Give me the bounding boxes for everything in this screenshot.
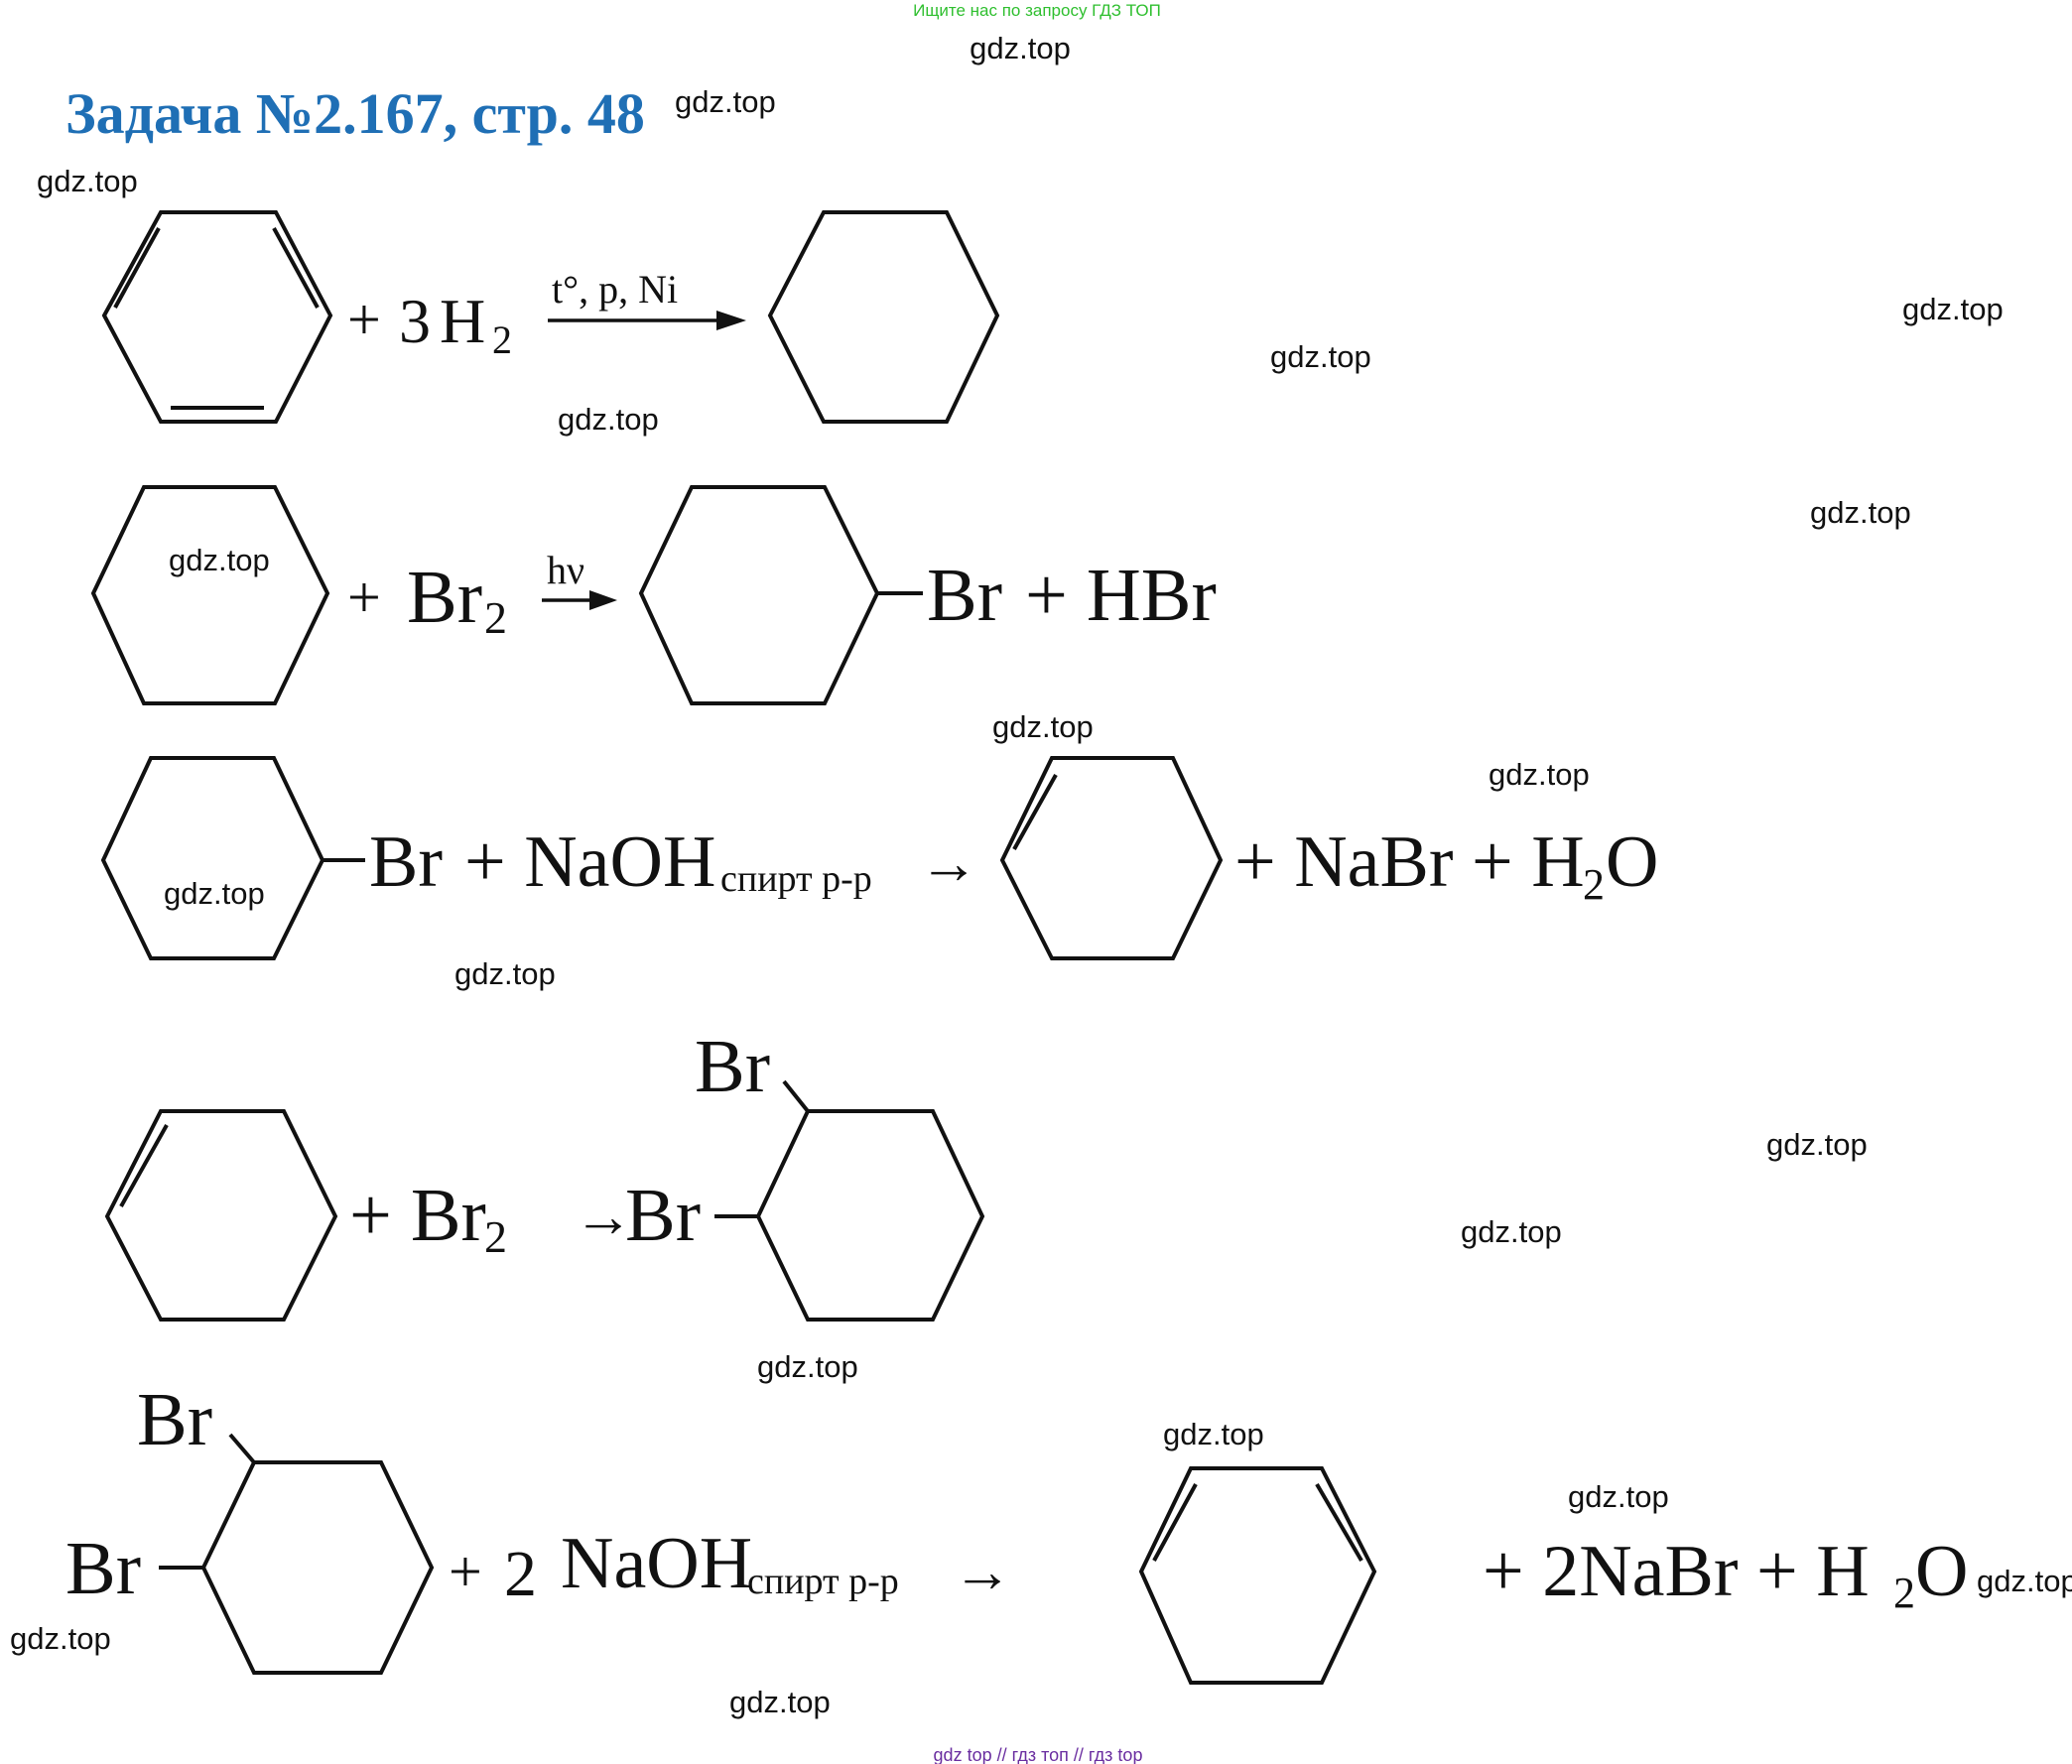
watermark: gdz.top	[558, 402, 659, 437]
arrow-head	[716, 311, 746, 330]
substituent-br: Br	[369, 821, 443, 903]
cyclohexene-ring	[104, 1109, 338, 1322]
watermark: gdz.top	[729, 1685, 831, 1719]
watermark: gdz.top	[169, 543, 270, 577]
coefficient: 3	[399, 286, 431, 356]
cyclohexane-ring	[90, 485, 330, 705]
reaction-arrow: →	[953, 1539, 1012, 1604]
watermark: gdz.top	[454, 956, 556, 991]
cyclohexane-ring	[767, 210, 1000, 424]
footer-text[interactable]: gdz top // гдз топ // гдз top	[934, 1745, 1143, 1764]
products-tail: O	[1915, 1531, 1968, 1612]
reagent-subscript: 2	[484, 592, 507, 643]
reagent-formula: Br	[407, 556, 482, 639]
page-title: Задача №2.167, стр. 48	[65, 81, 645, 146]
watermark: gdz.top	[1163, 1417, 1264, 1451]
watermark: gdz.top	[37, 164, 138, 198]
reaction-conditions: t°, p, Ni	[552, 267, 678, 312]
reagent-subscript: 2	[492, 317, 512, 362]
products: + NaBr + H	[1234, 821, 1585, 903]
cyclohexane-ring	[638, 485, 880, 705]
reaction-5: Br Br + 2 NaOH спирт р-р → + 2NaBr + H 2…	[65, 1378, 1968, 1685]
c-br-bond	[782, 1079, 810, 1113]
cyclohexene-ring	[999, 756, 1224, 960]
reagent-formula: H	[440, 286, 485, 356]
benzene-ring	[101, 210, 333, 424]
watermark: gdz.top	[1270, 339, 1371, 374]
product-br-top: Br	[695, 1025, 770, 1108]
cyclohexane-ring	[200, 1460, 435, 1675]
coefficient: 2	[504, 1538, 537, 1610]
site-name[interactable]: gdz.top	[970, 31, 1071, 65]
watermark: gdz.top	[164, 876, 265, 911]
cyclohexane-ring	[100, 756, 325, 960]
product-br-left: Br	[625, 1174, 701, 1257]
reagent-subscript: спирт р-р	[747, 1561, 899, 1602]
cyclohexadiene-ring	[1138, 1466, 1377, 1685]
reaction-arrow: →	[919, 830, 978, 896]
watermark: gdz.top	[992, 709, 1094, 744]
watermark: gdz.top	[757, 1349, 858, 1384]
watermark: gdz.top	[1810, 495, 1911, 530]
reagent-formula: NaOH	[561, 1523, 752, 1604]
watermarks: gdz.top gdz.top gdz.top gdz.top gdz.top …	[10, 84, 2072, 1719]
search-hint[interactable]: Ищите нас по запросу ГДЗ ТОП	[913, 1, 1161, 20]
watermark: gdz.top	[1489, 757, 1590, 792]
reaction-4: + Br 2 → Br Br	[104, 1025, 985, 1322]
reagent-formula: + NaOH	[464, 821, 715, 903]
byproduct: + HBr	[1025, 554, 1217, 637]
reagent-subscript: 2	[484, 1211, 507, 1262]
products-subscript: 2	[1893, 1569, 1915, 1617]
plus-sign: +	[347, 287, 381, 352]
reactant-br-top: Br	[137, 1378, 212, 1461]
reaction-2: + Br 2 hν Br + HBr	[90, 485, 1217, 705]
substituent-br: Br	[927, 554, 1002, 637]
watermark: gdz.top	[675, 84, 776, 119]
cyclohexane-ring	[755, 1109, 985, 1322]
arrow-head	[589, 590, 617, 610]
watermark: gdz.top	[1766, 1127, 1868, 1162]
reaction-1: + 3 H 2 t°, p, Ni	[101, 210, 1000, 424]
reagent-subscript: спирт р-р	[720, 858, 872, 900]
watermark: gdz.top	[1461, 1214, 1562, 1249]
watermark: gdz.top	[1977, 1564, 2072, 1598]
plus-sign: +	[449, 1539, 482, 1604]
reaction-arrow: →	[574, 1184, 633, 1249]
watermark: gdz.top	[1568, 1479, 1669, 1514]
c-br-bond	[228, 1433, 256, 1464]
reagent-formula: + Br	[349, 1174, 486, 1257]
products: + 2NaBr + H	[1483, 1531, 1870, 1612]
watermark: gdz.top	[10, 1621, 111, 1656]
reaction-conditions: hν	[547, 548, 584, 592]
watermark: gdz.top	[1902, 292, 2004, 326]
plus-sign: +	[347, 565, 381, 630]
products-tail: O	[1606, 821, 1658, 903]
reactant-br-left: Br	[65, 1527, 141, 1610]
products-subscript: 2	[1583, 860, 1605, 909]
reaction-3: Br + NaOH спирт р-р → + NaBr + H 2 O	[100, 756, 1658, 960]
